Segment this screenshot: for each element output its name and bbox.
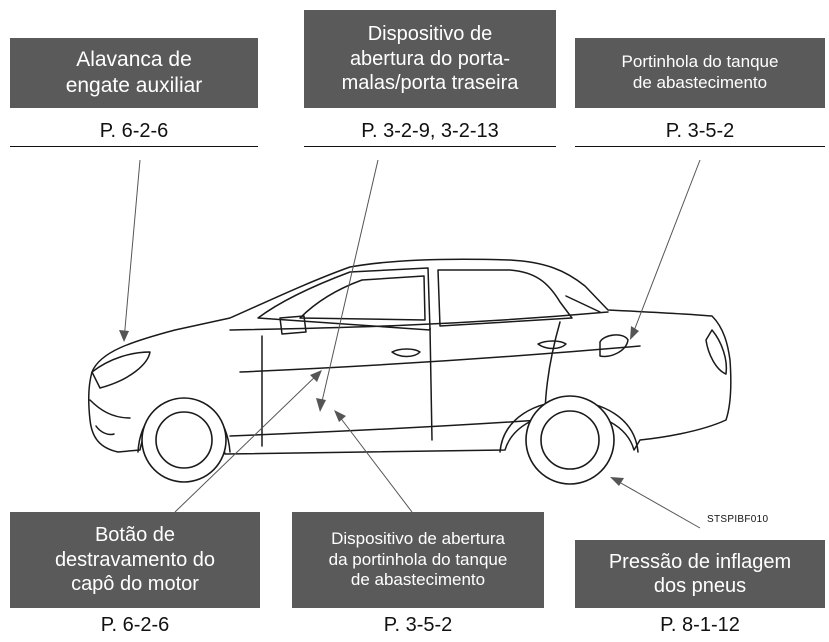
callout-text: Botão de destravamento do capô do motor	[54, 524, 216, 596]
center-door-line	[429, 327, 433, 441]
leader-fuel-door	[631, 159, 701, 337]
callout-text: Alavanca de engate auxiliar	[65, 48, 203, 97]
callout-text: Dispositivo de abertura do porta- malas/…	[341, 23, 519, 95]
arrowhead-tire-pressure	[610, 477, 624, 486]
belt-line	[229, 311, 609, 331]
leader-auxiliary-lever	[123, 159, 141, 341]
rear-rim	[540, 410, 600, 470]
rear-window	[437, 269, 573, 327]
callout-trunk-opener: Dispositivo de abertura do porta- malas/…	[304, 10, 556, 108]
callout-tire-pressure: Pressão de inflagem dos pneus	[575, 540, 825, 608]
headlight	[91, 351, 151, 389]
callout-text: Pressão de inflagem dos pneus	[608, 550, 792, 597]
arrowhead-hood-release	[310, 370, 322, 382]
character-line	[239, 345, 641, 373]
front-rim	[155, 411, 213, 469]
reference-rule	[304, 146, 556, 147]
rocker-line	[229, 419, 541, 437]
leader-trunk-opener	[319, 159, 379, 411]
rear-door-line	[544, 321, 561, 413]
arrowhead-auxiliary-lever	[119, 330, 129, 342]
leader-tire-pressure	[611, 477, 701, 529]
callout-fuel-door: Portinhola do tanque de abastecimento	[575, 38, 825, 108]
fog-light	[95, 425, 115, 436]
page-reference: P. 8-1-12	[660, 614, 740, 636]
rear-door-handle	[537, 340, 567, 350]
fuel-door	[599, 334, 629, 358]
front-window	[299, 275, 426, 321]
c-pillar	[565, 295, 601, 313]
arrowhead-fuel-door-opener	[334, 410, 346, 422]
reference-rule	[575, 146, 825, 147]
leader-fuel-door-opener	[335, 411, 413, 513]
page-reference: P. 3-5-2	[665, 120, 735, 142]
callout-text: Portinhola do tanque de abastecimento	[621, 52, 779, 92]
image-code: STSPIBF010	[707, 514, 769, 525]
arrowhead-fuel-door	[630, 326, 639, 340]
window-frame	[257, 267, 431, 331]
page-reference: P. 6-2-6	[99, 120, 169, 142]
page-reference: P. 3-5-2	[383, 614, 453, 636]
side-mirror	[279, 315, 307, 335]
tail-light	[705, 329, 728, 375]
page-reference: P. 6-2-6	[100, 614, 170, 636]
front-door-handle	[391, 348, 421, 358]
leader-hood-release	[174, 371, 321, 513]
page-reference: P. 3-2-9, 3-2-13	[361, 120, 499, 142]
arrowhead-trunk-opener	[316, 398, 326, 412]
callout-fuel-door-opener: Dispositivo de abertura da portinhola do…	[292, 512, 544, 608]
callout-auxiliary-lever: Alavanca de engate auxiliar	[10, 38, 258, 108]
callout-text: Dispositivo de abertura da portinhola do…	[328, 528, 508, 590]
reference-rule	[10, 146, 258, 147]
callout-hood-release: Botão de destravamento do capô do motor	[10, 512, 260, 608]
front-bumper	[89, 399, 131, 419]
